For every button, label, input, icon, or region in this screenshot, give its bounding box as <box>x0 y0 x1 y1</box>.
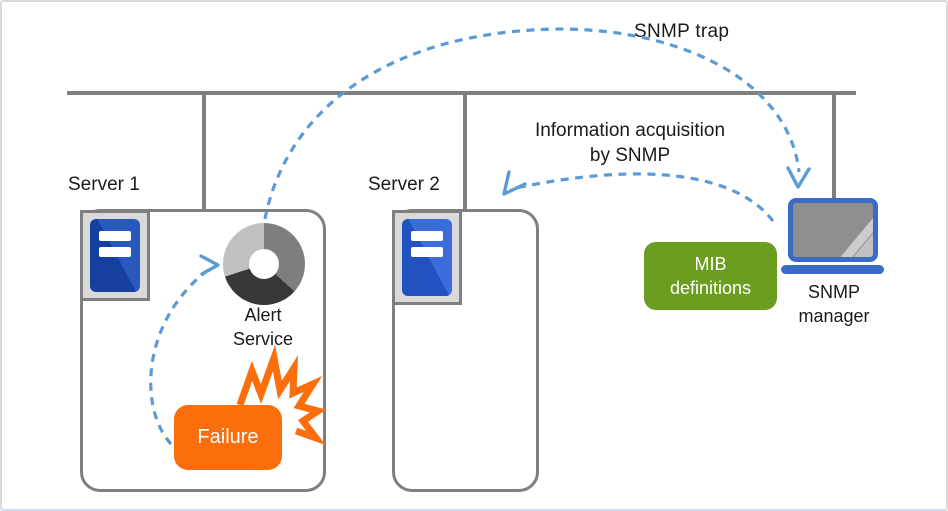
server-slot-bar <box>411 231 443 241</box>
donut-hole <box>249 249 279 279</box>
info-acquisition-line2: by SNMP <box>589 145 671 166</box>
snmp-manager-label-line2: manager <box>798 306 870 326</box>
server-slot-bar <box>99 247 131 257</box>
snmp-manager-label-line1: SNMP <box>807 282 860 302</box>
info-acquisition-arrow <box>510 172 775 222</box>
server1-label: Server 1 <box>68 174 140 195</box>
server-tower-body <box>402 219 452 296</box>
info-acquisition-arrowhead <box>502 170 527 196</box>
server-slot-bar <box>99 231 131 241</box>
alert-service-label: Alert Service <box>213 303 313 351</box>
server-tower-body <box>90 219 140 292</box>
server1-server-tower-icon <box>80 210 150 301</box>
snmp-trap-arrowhead <box>786 166 811 189</box>
info-acquisition-line1: Information acquisition <box>534 120 726 141</box>
failure-badge: Failure <box>174 405 282 470</box>
info-acquisition-label: Information acquisition by SNMP <box>515 118 745 168</box>
alert-service-label-line2: Service <box>232 329 294 349</box>
snmp-manager-label: SNMP manager <box>778 280 890 328</box>
mib-badge-line2: definitions <box>669 278 752 298</box>
mib-badge-line1: MIB <box>694 254 727 274</box>
server2-label: Server 2 <box>368 174 440 195</box>
server2-server-tower-icon <box>392 210 462 305</box>
mib-definitions-badge: MIB definitions <box>644 242 777 310</box>
server-slot-bar <box>411 247 443 257</box>
laptop-icon <box>788 198 878 262</box>
alert-service-donut-icon <box>223 223 305 305</box>
failure-badge-label: Failure <box>197 426 259 448</box>
snmp-trap-label: SNMP trap <box>634 21 730 42</box>
alert-service-label-line1: Alert <box>244 305 282 325</box>
laptop-base <box>781 265 884 274</box>
